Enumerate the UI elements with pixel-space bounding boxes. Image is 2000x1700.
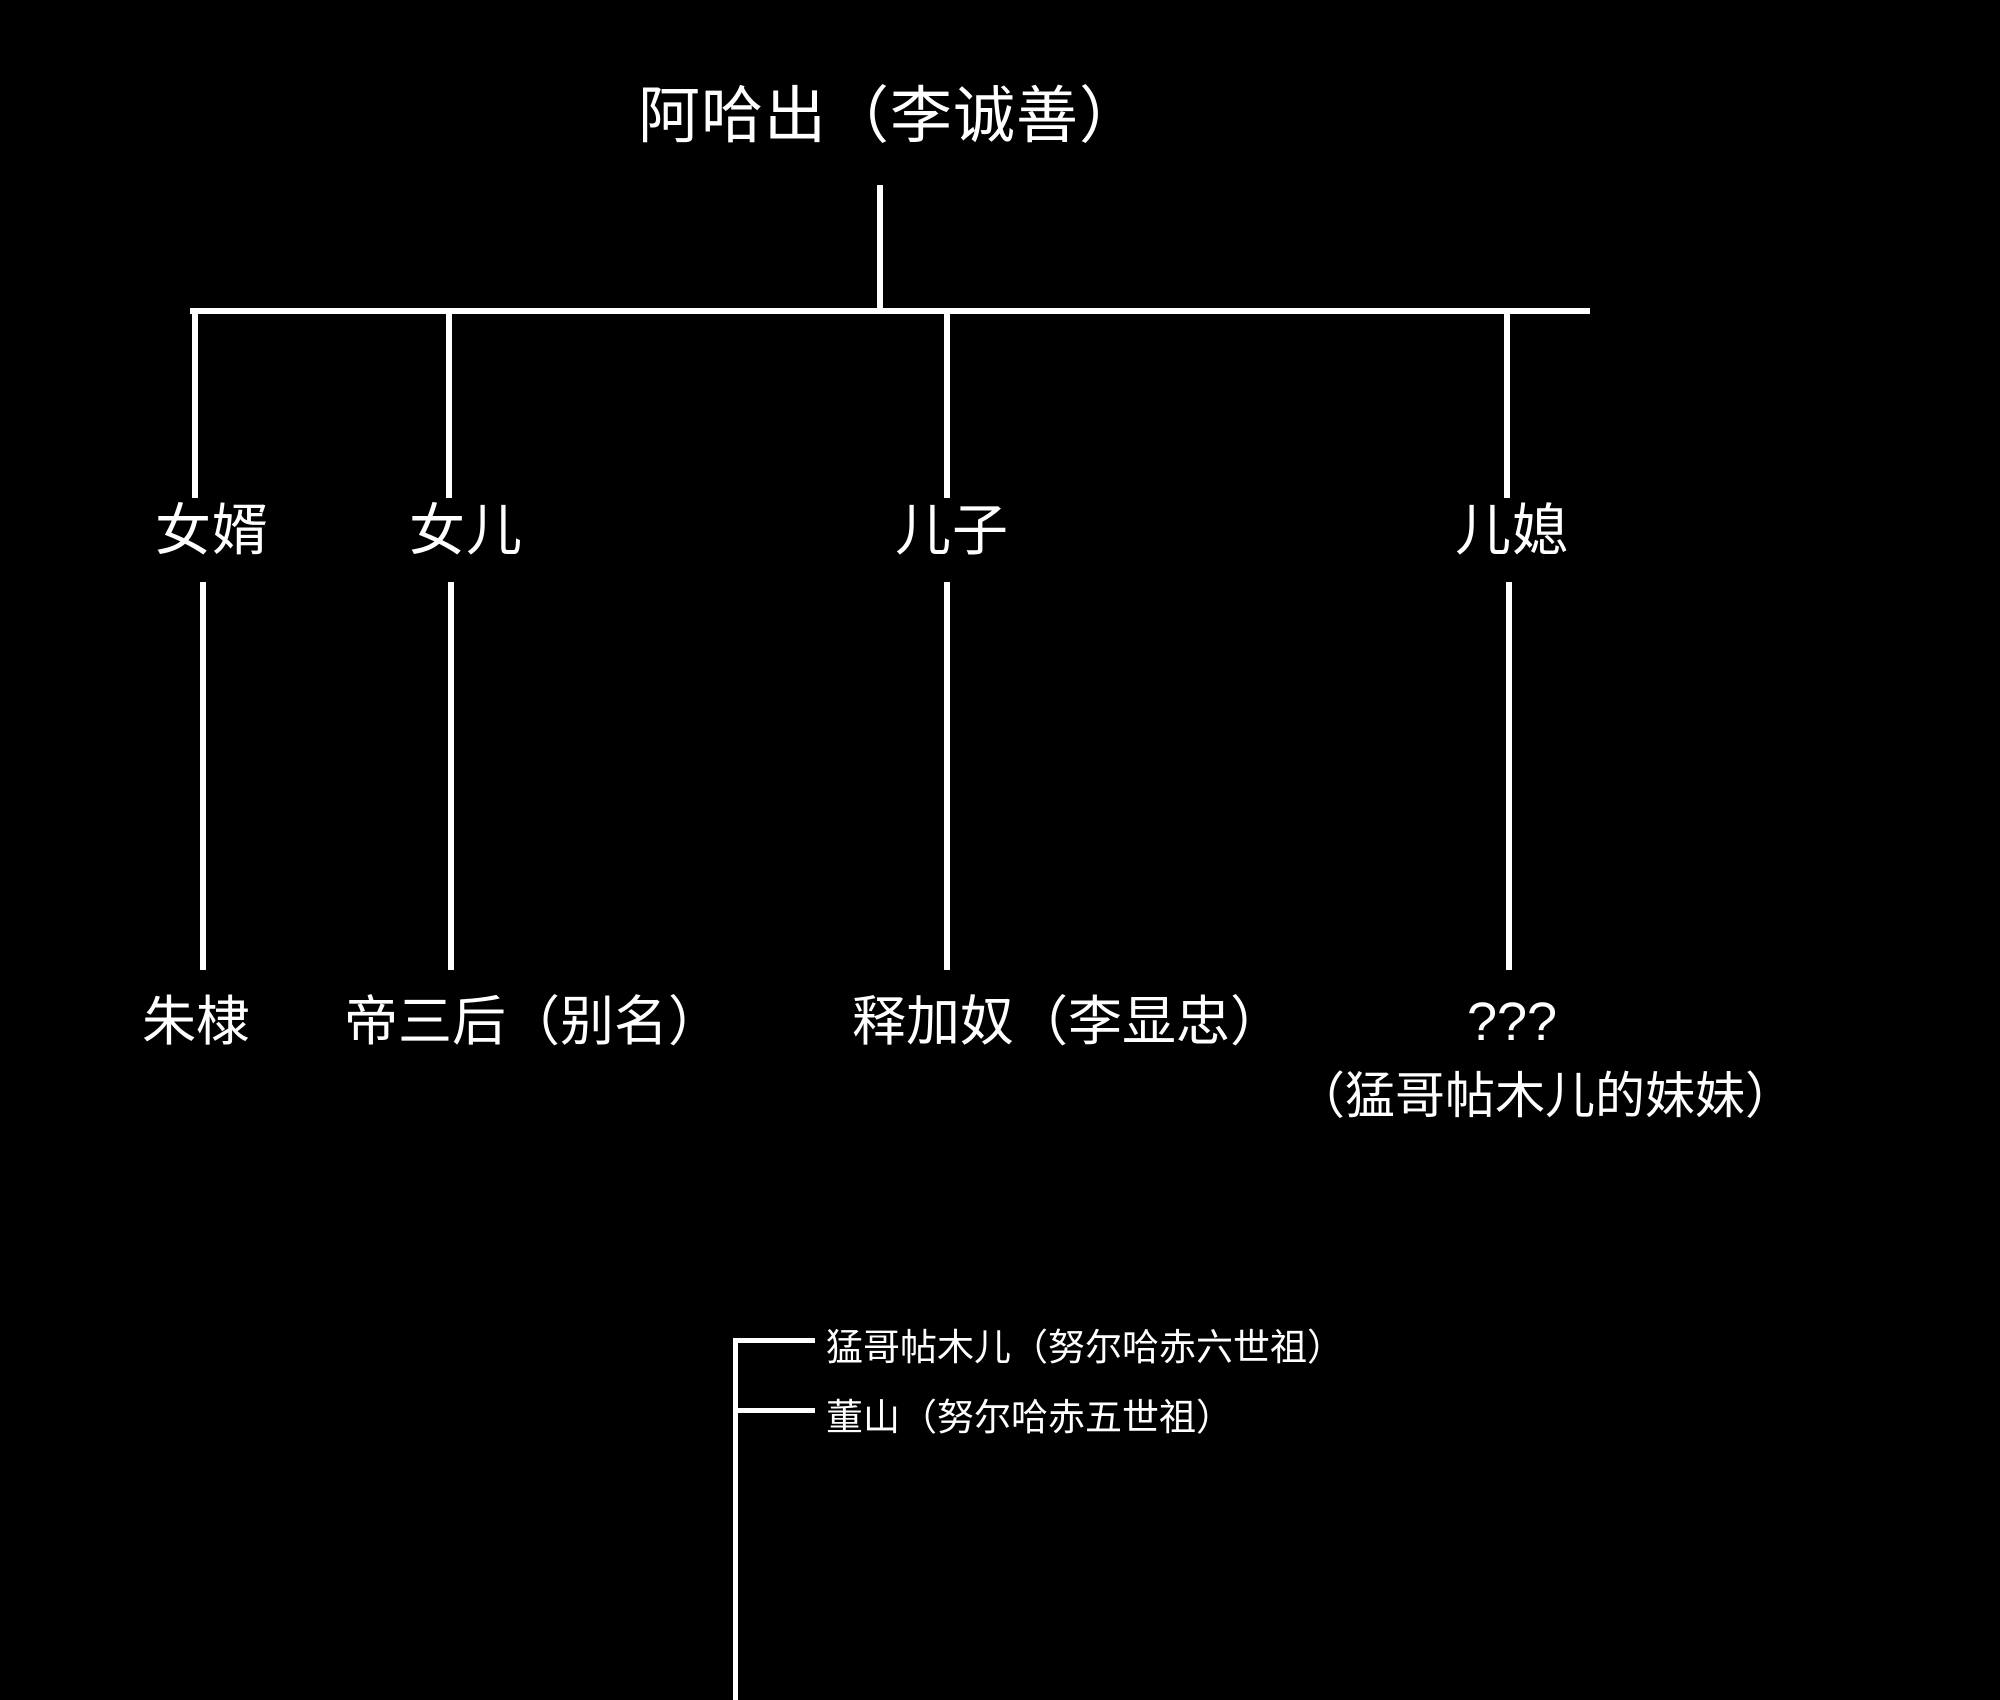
name-connector-3	[944, 582, 950, 970]
person-name-disanhou: 帝三后（别名）	[344, 992, 722, 1052]
root-node-label: 阿哈出（李诚善）	[637, 82, 1143, 151]
person-note-unknown: （猛哥帖木儿的妹妹）	[1295, 1068, 1795, 1124]
drop-connector-2	[446, 308, 452, 498]
person-name-shijianu: 释加奴（李显忠）	[852, 992, 1284, 1052]
drop-connector-3	[944, 308, 950, 498]
relation-label-son: 儿子	[895, 499, 1009, 562]
sibling-bar-connector	[190, 308, 1590, 314]
drop-connector-4	[1504, 308, 1510, 498]
relation-label-daughter: 女儿	[409, 499, 523, 562]
relation-label-son-in-law: 女婿	[155, 499, 269, 562]
lower-branch-connector-2	[733, 1408, 815, 1413]
drop-connector-1	[192, 308, 198, 498]
person-name-zhudi: 朱棣	[142, 992, 250, 1052]
lower-item-label-2: 董山（努尔哈赤五世祖）	[826, 1397, 1233, 1438]
root-stem-connector	[877, 185, 883, 313]
name-connector-1	[200, 582, 206, 970]
name-connector-2	[448, 582, 454, 970]
lower-branch-connector-1	[733, 1338, 815, 1343]
person-name-unknown: ???	[1466, 992, 1558, 1052]
name-connector-4	[1506, 582, 1512, 970]
lower-item-label-1: 猛哥帖木儿（努尔哈赤六世祖）	[826, 1327, 1344, 1368]
lower-cluster-spine	[733, 1338, 738, 1700]
relation-label-daughter-in-law: 儿媳	[1455, 499, 1569, 562]
